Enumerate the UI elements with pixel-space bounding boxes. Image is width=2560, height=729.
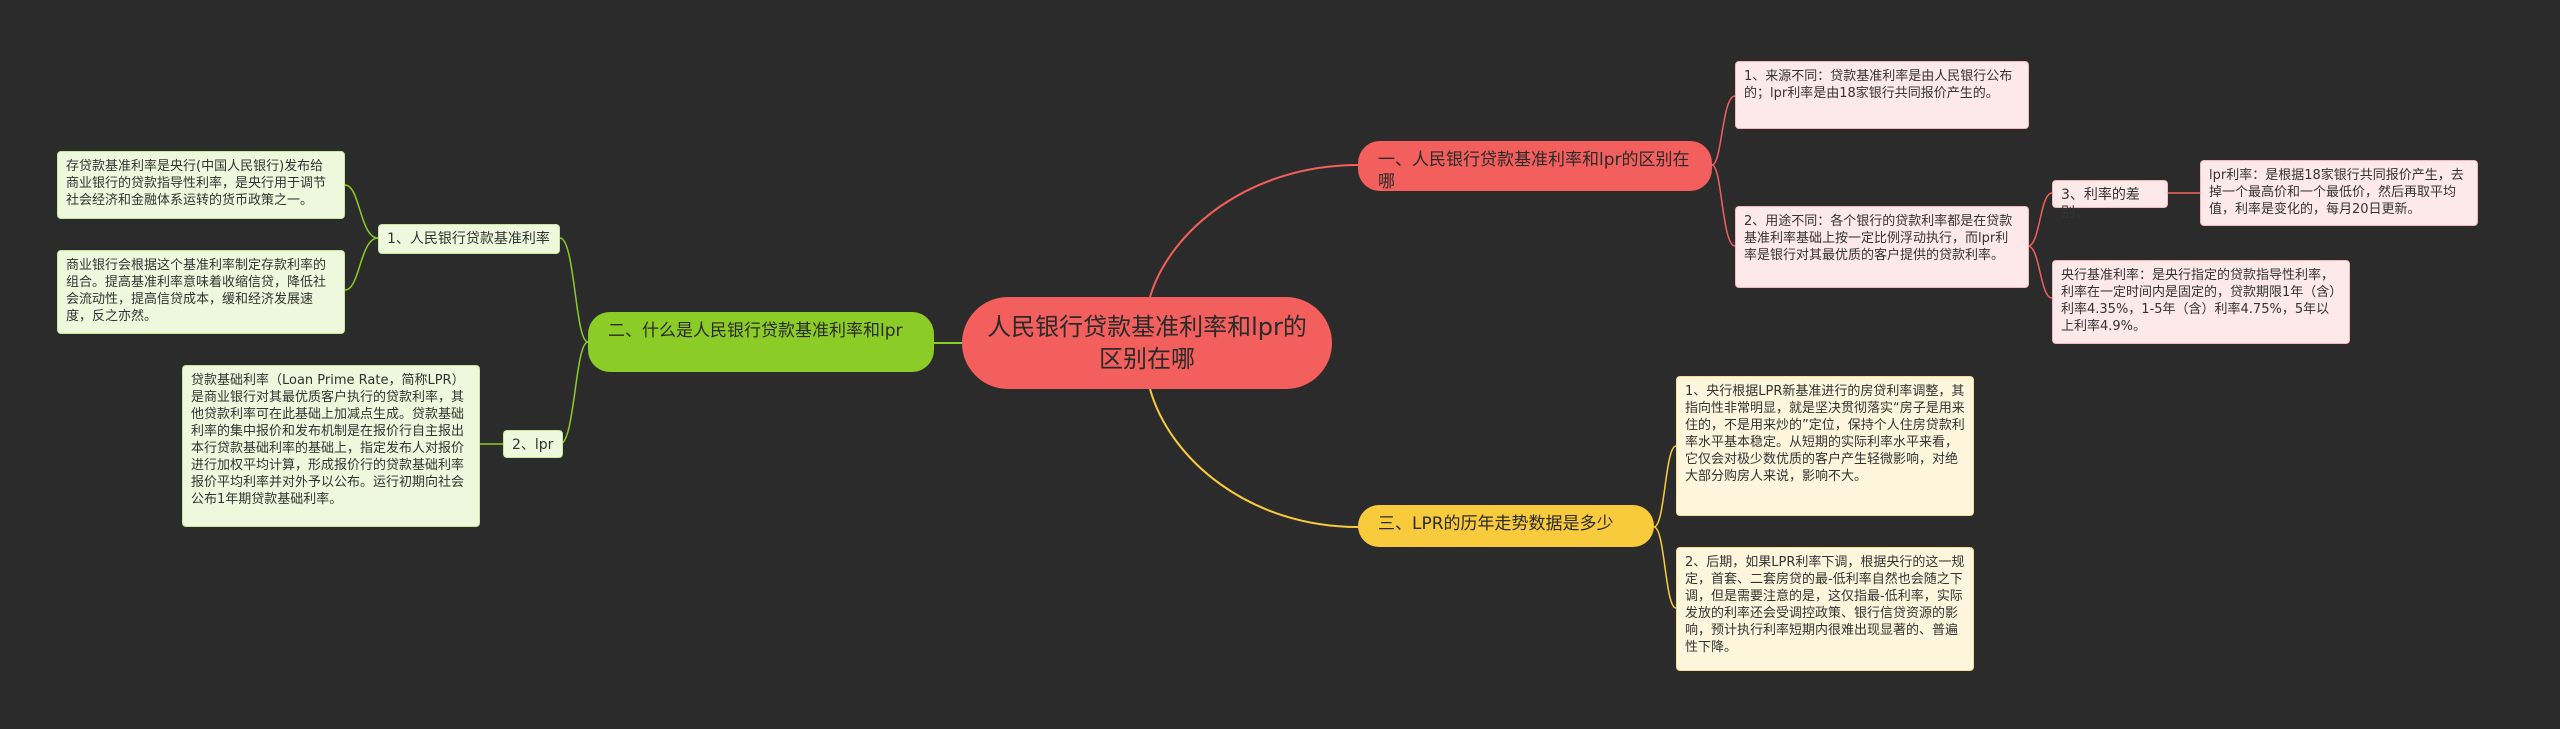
link-b3-text2 bbox=[1653, 526, 1677, 609]
branch-definition[interactable]: 二、什么是人民银行贷款基准利率和lpr bbox=[588, 312, 934, 372]
leaf-base-rate-desc-b[interactable]: 商业银行会根据这个基准利率制定存款利率的组合。提高基准利率意味着收缩信贷，降低社… bbox=[57, 250, 345, 334]
branch-lpr-trend[interactable]: 三、LPR的历年走势数据是多少 bbox=[1358, 505, 1654, 547]
link-b2-item1 bbox=[559, 237, 589, 343]
link-root-b1 bbox=[1149, 164, 1359, 298]
leaf-central-bank-rate[interactable]: 央行基准利率：是央行指定的贷款指导性利率，利率在一定时间内是固定的，贷款期限1年… bbox=[2052, 260, 2350, 344]
link-usage-diff bbox=[2027, 192, 2053, 247]
leaf-rate-difference-label[interactable]: 3、利率的差别： bbox=[2052, 180, 2168, 221]
link-item1-a bbox=[344, 184, 379, 239]
link-root-b3 bbox=[1149, 388, 1359, 528]
branch-difference[interactable]: 一、人民银行贷款基准利率和lpr的区别在哪 bbox=[1358, 141, 1712, 192]
link-b1-source bbox=[1711, 95, 1736, 166]
leaf-base-rate-label[interactable]: 1、人民银行贷款基准利率 bbox=[378, 224, 560, 254]
leaf-trend-2[interactable]: 2、后期，如果LPR利率下调，根据央行的这一规定，首套、二套房贷的最-低利率自然… bbox=[1676, 547, 1974, 671]
link-b3-text1 bbox=[1653, 445, 1677, 528]
root-topic[interactable]: 人民银行贷款基准利率和lpr的区别在哪 bbox=[962, 297, 1332, 389]
link-b1-usage bbox=[1711, 164, 1736, 247]
leaf-base-rate-desc-a[interactable]: 存贷款基准利率是央行(中国人民银行)发布给商业银行的贷款指导性利率，是央行用于调… bbox=[57, 151, 345, 219]
leaf-lpr-rate[interactable]: lpr利率：是根据18家银行共同报价产生，去掉一个最高价和一个最低价，然后再取平… bbox=[2200, 160, 2478, 226]
leaf-source-difference[interactable]: 1、来源不同：贷款基准利率是由人民银行公布的；lpr利率是由18家银行共同报价产… bbox=[1735, 61, 2029, 129]
link-b2-item2 bbox=[559, 341, 589, 445]
link-usage-base bbox=[2027, 245, 2053, 299]
leaf-usage-difference[interactable]: 2、用途不同：各个银行的贷款利率都是在贷款基准利率基础上按一定比例浮动执行，而l… bbox=[1735, 206, 2029, 288]
leaf-lpr-label[interactable]: 2、lpr bbox=[503, 430, 563, 458]
leaf-lpr-definition[interactable]: 贷款基础利率（Loan Prime Rate，简称LPR）是商业银行对其最优质客… bbox=[182, 365, 480, 527]
link-item1-b bbox=[344, 237, 379, 291]
leaf-trend-1[interactable]: 1、央行根据LPR新基准进行的房贷利率调整，其指向性非常明显，就是坚决贯彻落实“… bbox=[1676, 376, 1974, 516]
